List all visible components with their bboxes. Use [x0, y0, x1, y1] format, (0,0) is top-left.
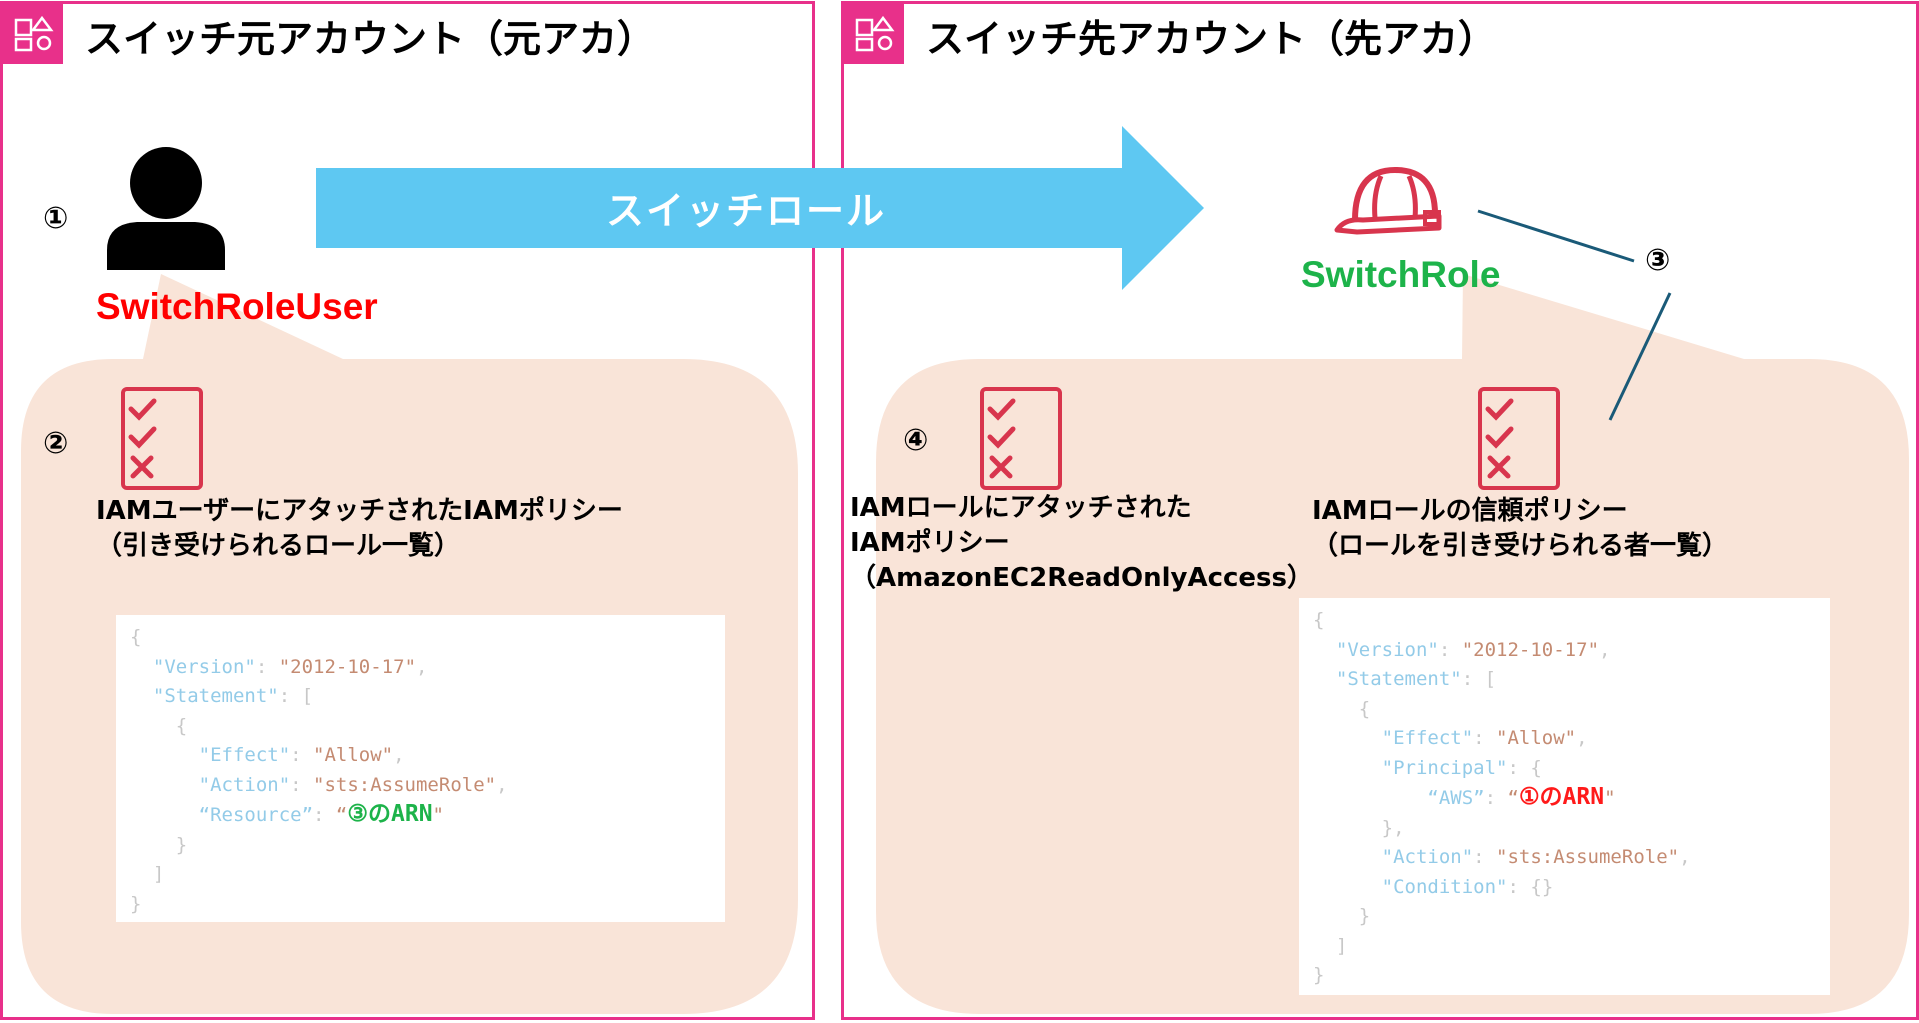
json-bracket: ]: [152, 863, 165, 885]
user-icon: [107, 147, 225, 270]
json-value: "sts:AssumeRole": [313, 773, 497, 796]
caption-line: （引き受けられるロール一覧）: [96, 531, 461, 561]
code-line: }: [130, 892, 142, 915]
source-account-title: スイッチ元アカウント（元アカ）: [85, 17, 656, 61]
code-line: “AWS”: “①のARN": [1427, 784, 1616, 810]
code-line: “Resource”: “③のARN": [198, 801, 444, 827]
code-line: }: [1313, 964, 1325, 986]
connector-lines: [1477, 209, 1672, 421]
code-line: {: [130, 626, 142, 648]
json-value: "2012-10-17": [1461, 638, 1600, 661]
caption-line: IAMロールの信頼ポリシー: [1312, 496, 1628, 526]
json-value: {}: [1530, 875, 1554, 898]
json-key: "Effect": [198, 744, 291, 766]
json-quote: ": [432, 804, 444, 826]
json-quote: ": [1604, 787, 1616, 809]
code-line: "Statement": [: [152, 685, 314, 707]
group-icon: [3, 4, 63, 64]
code-line: },: [1313, 814, 1816, 844]
json-bracket: }: [175, 833, 188, 856]
step-1-marker: ①: [43, 201, 69, 236]
json-key: "Version": [1335, 638, 1439, 661]
caption-line: IAMユーザーにアタッチされたIAMポリシー: [96, 496, 623, 526]
caption-line: IAMポリシー: [850, 528, 1010, 558]
code-line: }: [130, 831, 711, 861]
switch-role-arrow-label: スイッチロール: [606, 189, 887, 233]
code-line: "Effect": "Allow",: [1381, 727, 1588, 749]
json-bracket: }: [1358, 905, 1371, 927]
policy-checklist-icon: [1478, 387, 1560, 490]
json-value: "sts:AssumeRole": [1496, 846, 1680, 868]
json-key: "Version": [152, 655, 256, 678]
code-line: "Version": "2012-10-17",: [152, 655, 428, 678]
user-policy-json: { "Version": "2012-10-17", "Statement": …: [116, 615, 725, 922]
json-value: "Allow": [313, 744, 394, 766]
json-key: "Action": [198, 773, 291, 796]
step-3-marker: ③: [1645, 243, 1671, 278]
json-value: "Allow": [1496, 727, 1577, 749]
code-line: "Version": "2012-10-17",: [1335, 638, 1611, 661]
caption-line: IAMロールにアタッチされた: [850, 493, 1192, 523]
json-bracket: [: [301, 685, 314, 707]
json-value: "2012-10-17": [278, 655, 417, 678]
target-account-title: スイッチ先アカウント（先アカ）: [926, 17, 1497, 61]
json-bracket: {: [1530, 756, 1542, 779]
code-line: "Statement": [: [1335, 668, 1497, 690]
role-label: SwitchRole: [1301, 254, 1501, 295]
code-line: {: [1313, 609, 1325, 631]
json-key: "Statement": [1335, 668, 1462, 690]
step-2-marker: ②: [43, 426, 69, 461]
caption-line: （AmazonEC2ReadOnlyAccess）: [850, 563, 1314, 593]
json-quote: “: [1507, 787, 1519, 809]
resource-arn-value: ③のARN: [347, 801, 433, 827]
user-label: SwitchRoleUser: [96, 286, 378, 327]
code-line: "Principal": {: [1381, 756, 1542, 779]
caption-line: （ロールを引き受けられる者一覧）: [1312, 531, 1729, 561]
json-key: “Resource”: [198, 804, 314, 826]
trust-policy-caption: IAMロールの信頼ポリシー （ロールを引き受けられる者一覧）: [1312, 494, 1728, 564]
code-line: "Condition": {}: [1381, 875, 1554, 898]
trust-policy-json: { "Version": "2012-10-17", "Statement": …: [1299, 598, 1830, 995]
json-key: "Principal": [1381, 756, 1508, 779]
json-bracket: },: [1381, 816, 1405, 839]
json-bracket: {: [1358, 697, 1371, 720]
principal-arn-value: ①のARN: [1518, 784, 1605, 810]
switch-role-arrow: [316, 126, 1204, 290]
json-key: "Statement": [152, 685, 279, 707]
json-key: "Effect": [1381, 727, 1474, 749]
code-line: {: [130, 712, 711, 742]
policy-checklist-icon: [980, 387, 1062, 490]
code-line: {: [1313, 695, 1816, 725]
json-bracket: [: [1484, 668, 1497, 690]
user-policy-caption: IAMユーザーにアタッチされたIAMポリシー （引き受けられるロール一覧）: [96, 494, 623, 564]
role-policy-caption: IAMロールにアタッチされた IAMポリシー （AmazonEC2ReadOnl…: [850, 491, 1313, 596]
json-bracket: {: [175, 714, 188, 737]
helmet-icon: [1334, 166, 1442, 235]
json-key: "Condition": [1381, 875, 1508, 898]
json-bracket: ]: [1335, 934, 1348, 957]
step-4-marker: ④: [903, 423, 929, 458]
code-line: ]: [1313, 932, 1816, 962]
policy-checklist-icon: [121, 387, 203, 490]
code-line: }: [1313, 902, 1816, 932]
code-line: ]: [130, 860, 711, 890]
group-icon: [844, 4, 904, 64]
code-line: "Action": "sts:AssumeRole",: [1381, 846, 1691, 868]
json-key: "Action": [1381, 846, 1474, 868]
code-line: "Action": "sts:AssumeRole",: [198, 773, 508, 796]
json-quote: “: [335, 804, 348, 826]
json-key: “AWS”: [1427, 787, 1485, 809]
code-line: "Effect": "Allow",: [198, 744, 405, 766]
